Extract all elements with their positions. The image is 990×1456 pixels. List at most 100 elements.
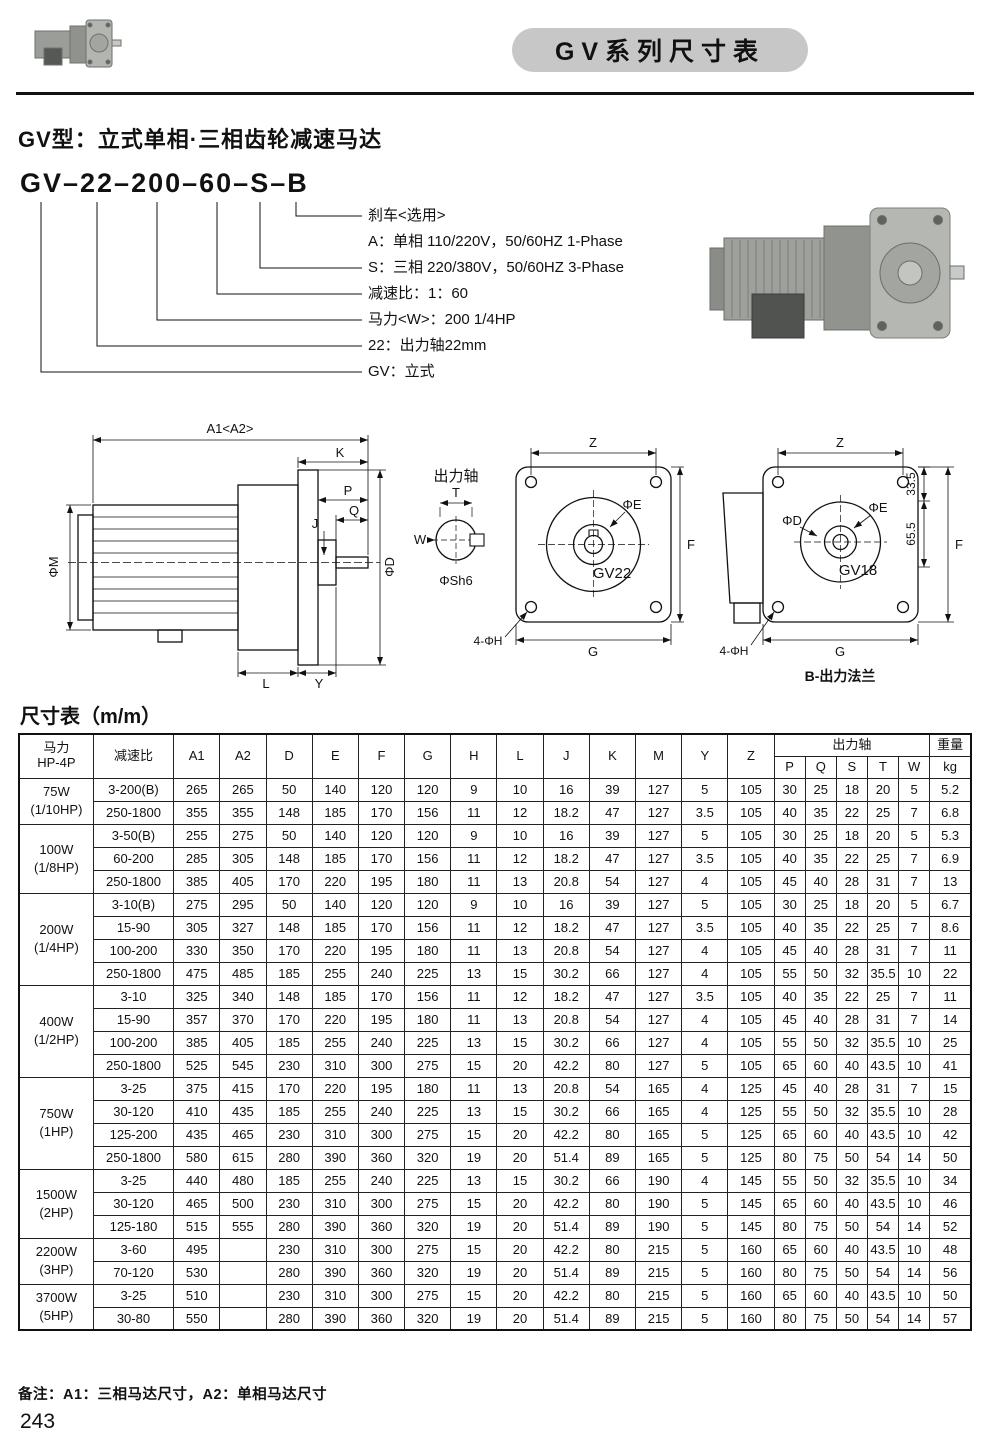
value-cell: 9 bbox=[450, 823, 498, 848]
dim-label-q: Q bbox=[349, 503, 359, 518]
value-cell: 230 bbox=[265, 1191, 313, 1216]
value-cell: 47 bbox=[588, 846, 637, 871]
ratio-cell: 60-200 bbox=[92, 846, 175, 871]
dim-label-phi-m: ΦM bbox=[46, 556, 61, 577]
value-cell: 215 bbox=[634, 1260, 683, 1285]
value-cell: 20 bbox=[866, 777, 900, 802]
value-cell: 65 bbox=[773, 1283, 806, 1308]
value-cell: 54 bbox=[588, 1007, 637, 1032]
value-cell: 39 bbox=[588, 892, 637, 917]
value-cell: 50 bbox=[929, 1283, 972, 1308]
value-cell: 11 bbox=[929, 938, 972, 963]
value-cell: 28 bbox=[929, 1099, 972, 1124]
value-cell: 105 bbox=[727, 915, 775, 940]
value-cell: 20 bbox=[866, 823, 900, 848]
value-cell: 22 bbox=[835, 800, 868, 825]
value-cell: 14 bbox=[898, 1214, 931, 1239]
value-cell bbox=[219, 1283, 267, 1308]
value-cell: 435 bbox=[219, 1099, 267, 1124]
gv22-dim-f: F bbox=[687, 537, 695, 552]
value-cell: 10 bbox=[898, 1283, 931, 1308]
value-cell: 10 bbox=[496, 823, 544, 848]
value-cell: 11 bbox=[450, 869, 498, 894]
value-cell: 265 bbox=[173, 777, 221, 802]
value-cell: 105 bbox=[727, 823, 775, 848]
value-cell: 125 bbox=[727, 1145, 775, 1170]
value-cell: 140 bbox=[311, 892, 359, 917]
value-cell: 42.2 bbox=[542, 1191, 590, 1216]
value-cell: 31 bbox=[866, 1007, 900, 1032]
value-cell: 390 bbox=[311, 1306, 359, 1331]
value-cell: 120 bbox=[404, 892, 452, 917]
value-cell: 156 bbox=[404, 984, 452, 1009]
value-cell: 22 bbox=[929, 961, 972, 986]
value-cell: 120 bbox=[404, 823, 452, 848]
col-T: T bbox=[866, 755, 900, 779]
value-cell: 4 bbox=[681, 1076, 729, 1101]
value-cell: 50 bbox=[835, 1306, 868, 1331]
value-cell: 220 bbox=[311, 869, 359, 894]
value-cell: 19 bbox=[450, 1214, 498, 1239]
value-cell: 20 bbox=[866, 892, 900, 917]
power-cell: 750W(1HP) bbox=[18, 1076, 94, 1170]
value-cell: 45 bbox=[773, 938, 806, 963]
value-cell: 170 bbox=[357, 915, 406, 940]
value-cell: 15 bbox=[496, 961, 544, 986]
value-cell: 13 bbox=[929, 869, 972, 894]
value-cell: 160 bbox=[727, 1237, 775, 1262]
value-cell: 75 bbox=[804, 1214, 837, 1239]
value-cell: 225 bbox=[404, 1030, 452, 1055]
value-cell: 330 bbox=[173, 938, 221, 963]
value-cell: 357 bbox=[173, 1007, 221, 1032]
value-cell: 355 bbox=[219, 800, 267, 825]
value-cell: 185 bbox=[311, 800, 359, 825]
value-cell: 20.8 bbox=[542, 869, 590, 894]
value-cell: 11 bbox=[450, 1076, 498, 1101]
value-cell: 485 bbox=[219, 961, 267, 986]
value-cell: 43.5 bbox=[866, 1283, 900, 1308]
value-cell: 285 bbox=[173, 846, 221, 871]
value-cell: 10 bbox=[496, 892, 544, 917]
value-cell: 28 bbox=[835, 1007, 868, 1032]
series-title-banner: GV系列尺寸表 bbox=[512, 28, 808, 72]
value-cell: 310 bbox=[311, 1053, 359, 1078]
value-cell: 195 bbox=[357, 1007, 406, 1032]
value-cell: 360 bbox=[357, 1145, 406, 1170]
value-cell: 60 bbox=[804, 1237, 837, 1262]
value-cell: 12 bbox=[496, 984, 544, 1009]
value-cell: 89 bbox=[588, 1306, 637, 1331]
value-cell: 4 bbox=[681, 1007, 729, 1032]
page-number: 243 bbox=[20, 1410, 56, 1433]
value-cell: 120 bbox=[357, 892, 406, 917]
value-cell: 50 bbox=[804, 1168, 837, 1193]
value-cell: 148 bbox=[265, 984, 313, 1009]
value-cell: 220 bbox=[311, 1007, 359, 1032]
value-cell: 42.2 bbox=[542, 1053, 590, 1078]
value-cell: 51.4 bbox=[542, 1145, 590, 1170]
value-cell: 12 bbox=[496, 800, 544, 825]
value-cell: 390 bbox=[311, 1145, 359, 1170]
value-cell: 22 bbox=[835, 846, 868, 871]
value-cell: 5 bbox=[898, 823, 931, 848]
value-cell: 240 bbox=[357, 1099, 406, 1124]
value-cell: 18 bbox=[835, 777, 868, 802]
value-cell: 185 bbox=[265, 961, 313, 986]
value-cell: 54 bbox=[866, 1260, 900, 1285]
side-view-drawing bbox=[77, 469, 369, 666]
value-cell: 355 bbox=[173, 800, 221, 825]
col-H: H bbox=[450, 733, 498, 779]
value-cell: 56 bbox=[929, 1260, 972, 1285]
dim-label-l: L bbox=[262, 676, 269, 691]
value-cell: 440 bbox=[173, 1168, 221, 1193]
ratio-cell: 70-120 bbox=[92, 1260, 175, 1285]
value-cell: 10 bbox=[898, 1191, 931, 1216]
value-cell: 215 bbox=[634, 1283, 683, 1308]
value-cell: 7 bbox=[898, 984, 931, 1009]
value-cell: 185 bbox=[265, 1168, 313, 1193]
value-cell: 5 bbox=[681, 1191, 729, 1216]
value-cell: 105 bbox=[727, 961, 775, 986]
